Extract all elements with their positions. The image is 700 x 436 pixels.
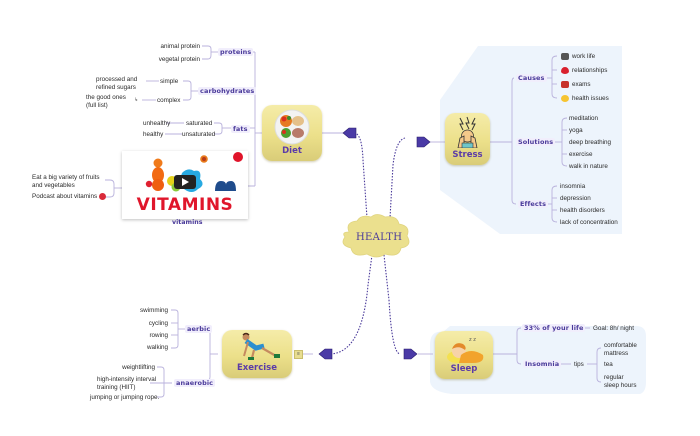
- leaf-tea[interactable]: tea: [604, 361, 613, 368]
- stressed-person-icon: [457, 116, 478, 148]
- leaf-yoga[interactable]: yoga: [569, 127, 583, 134]
- leaf-cycling[interactable]: cycling: [148, 320, 168, 327]
- exercise-label: Exercise: [236, 363, 278, 373]
- food-plate-icon: [274, 109, 310, 145]
- note-good-carbs[interactable]: the good ones (full list): [86, 94, 126, 109]
- sick-face-icon: [561, 95, 569, 102]
- vitamins-video-card[interactable]: VITAMINS: [122, 151, 248, 219]
- exam-flower-icon: [561, 81, 569, 88]
- video-title: VITAMINS: [136, 195, 234, 215]
- leaf-comfortable-mattress[interactable]: comfortable mattress: [604, 342, 637, 357]
- leaf-regular-sleep-hours[interactable]: regular sleep hours: [604, 374, 637, 389]
- notebook-icon: [561, 53, 569, 60]
- sleeping-child-icon: z z: [447, 337, 484, 363]
- central-cloud[interactable]: [337, 212, 415, 260]
- note-podcast[interactable]: Podcast about vitamins: [32, 193, 98, 200]
- leaf-exams[interactable]: exams: [561, 81, 591, 89]
- topic-vitamins[interactable]: vitamins: [172, 219, 203, 226]
- notes-icon[interactable]: ≡: [294, 350, 303, 359]
- arrow-exercise: [318, 348, 333, 360]
- diet-label: Diet: [282, 146, 302, 156]
- leaf-jumping-rope[interactable]: jumping or jumping rope.: [90, 394, 160, 401]
- link-icon[interactable]: ↳: [134, 97, 139, 103]
- leaf-rowing[interactable]: rowing: [149, 332, 168, 339]
- topic-proteins[interactable]: proteins: [218, 48, 254, 56]
- leaf-deep-breathing[interactable]: deep breathing: [569, 139, 612, 146]
- sleep-node[interactable]: z z Sleep: [435, 331, 493, 379]
- leaf-complex[interactable]: complex: [157, 97, 181, 104]
- leaf-walk-in-nature[interactable]: walk in nature: [569, 163, 608, 170]
- note-variety[interactable]: Eat a big variety of fruits and vegetabl…: [32, 174, 100, 189]
- topic-carbohydrates[interactable]: carbohydrates: [198, 87, 257, 95]
- topic-33-percent-of-life[interactable]: 33% of your life: [522, 324, 586, 332]
- topic-anaerobic[interactable]: anaerobic: [174, 379, 216, 387]
- leaf-weightlifting[interactable]: weightlifting: [122, 364, 155, 371]
- leaf-vegetal-protein[interactable]: vegetal protein: [158, 56, 200, 63]
- leaf-simple[interactable]: simple: [160, 78, 179, 85]
- topic-solutions[interactable]: Solutions: [516, 138, 556, 146]
- leaf-swimming[interactable]: swimming: [140, 307, 168, 314]
- central-topic-label: HEALTH: [356, 232, 403, 243]
- leaf-health-disorders[interactable]: health disorders: [560, 207, 605, 214]
- note-healthy[interactable]: healthy: [143, 131, 164, 138]
- stress-label: Stress: [452, 150, 483, 160]
- leaf-unsaturated[interactable]: unsaturated: [182, 131, 216, 138]
- leaf-hiit[interactable]: high-intensity interval training (HIIT): [97, 376, 157, 391]
- sleep-label: Sleep: [450, 364, 478, 374]
- leaf-relationships[interactable]: relationships: [561, 67, 607, 75]
- arrow-sleep: [403, 348, 418, 360]
- leaf-animal-protein[interactable]: animal protein: [160, 43, 200, 50]
- leaf-saturated[interactable]: saturated: [186, 120, 213, 127]
- leaf-walking[interactable]: walking: [147, 344, 168, 351]
- stress-node[interactable]: Stress: [445, 113, 490, 165]
- topic-aerobic[interactable]: aerbic: [185, 325, 213, 333]
- exercise-node[interactable]: Exercise: [222, 330, 292, 378]
- leaf-tips[interactable]: tips: [574, 361, 584, 368]
- topic-fats[interactable]: fats: [231, 125, 250, 133]
- leaf-depression[interactable]: depression: [560, 195, 591, 202]
- arrow-stress: [416, 136, 431, 148]
- leaf-health-issues[interactable]: health issues: [561, 95, 609, 103]
- leaf-goal[interactable]: Goal: 8h/ night: [593, 325, 634, 332]
- svg-text:z z: z z: [469, 337, 476, 343]
- broken-heart-icon: [561, 67, 569, 74]
- runner-stretching-icon: [242, 332, 280, 360]
- arrow-diet: [342, 127, 357, 139]
- diet-node[interactable]: Diet: [262, 105, 322, 161]
- leaf-work-life[interactable]: work life: [561, 53, 595, 61]
- vitamins-thumbnail: [145, 152, 243, 192]
- topic-effects[interactable]: Effects: [518, 200, 549, 208]
- note-unhealthy[interactable]: unhealthy: [143, 120, 171, 127]
- leaf-meditation[interactable]: meditation: [569, 115, 599, 122]
- leaf-lack-of-concentration[interactable]: lack of concentration: [560, 219, 618, 226]
- leaf-insomnia[interactable]: insomnia: [560, 183, 586, 190]
- topic-causes[interactable]: Causes: [516, 74, 547, 82]
- note-processed-sugars[interactable]: processed and refined sugars: [96, 76, 138, 91]
- leaf-exercise[interactable]: exercise: [569, 151, 593, 158]
- podcast-icon[interactable]: [99, 193, 106, 200]
- topic-insomnia[interactable]: Insomnia: [523, 360, 562, 368]
